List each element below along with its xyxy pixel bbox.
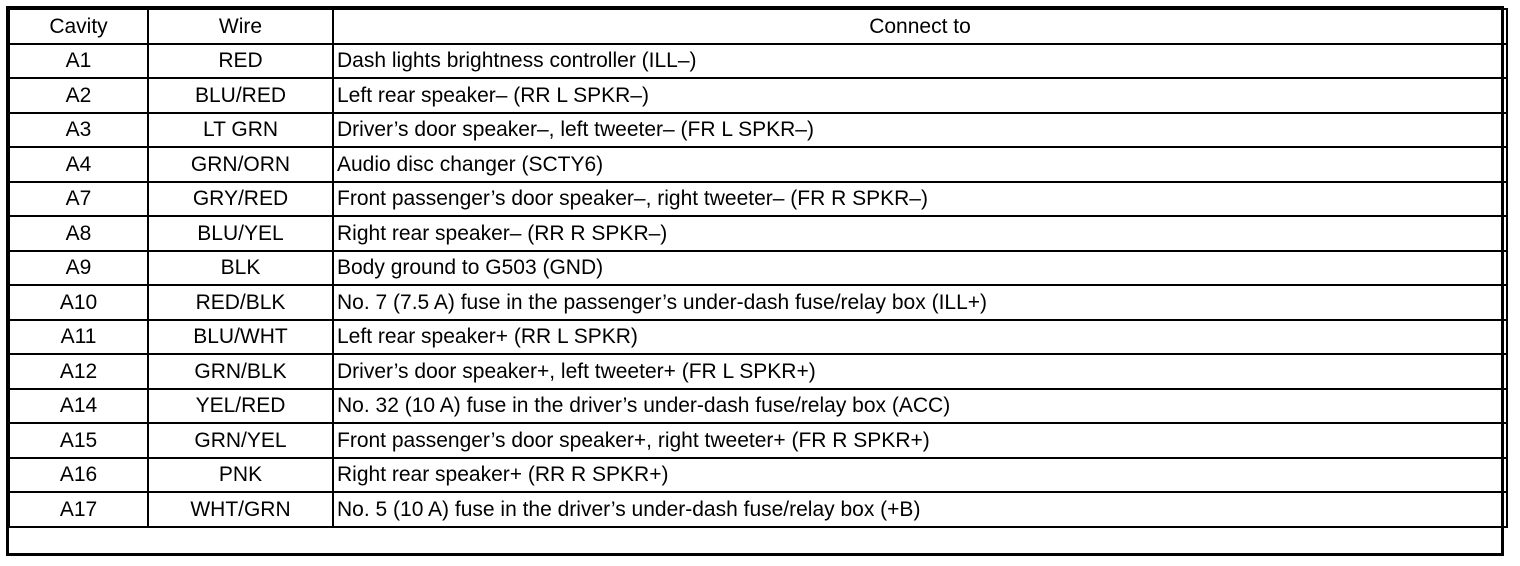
connect-to-cell: Left rear speaker– (RR L SPKR–) xyxy=(332,77,1508,114)
wire-color-cell: BLK xyxy=(147,249,334,286)
connect-to-cell: Audio disc changer (SCTY6) xyxy=(332,146,1508,183)
wire-color-cell: BLU/RED xyxy=(147,77,334,114)
connect-to-cell: Left rear speaker+ (RR L SPKR) xyxy=(332,318,1508,355)
connect-to-cell: Front passenger’s door speaker–, right t… xyxy=(332,180,1508,217)
connect-to-cell: No. 5 (10 A) fuse in the driver’s under-… xyxy=(332,491,1508,528)
connect-to-cell: Front passenger’s door speaker+, right t… xyxy=(332,422,1508,459)
cavity-cell: A1 xyxy=(8,42,149,79)
wire-color-cell: GRN/BLK xyxy=(147,353,334,390)
cavity-cell: A9 xyxy=(8,249,149,286)
cavity-cell: A15 xyxy=(8,422,149,459)
cavity-cell: A12 xyxy=(8,353,149,390)
wire-color-cell: BLU/YEL xyxy=(147,215,334,252)
table-header-row: Cavity Wire Connect to xyxy=(8,8,1508,45)
cavity-cell: A4 xyxy=(8,146,149,183)
wire-color-cell: BLU/WHT xyxy=(147,318,334,355)
connect-to-cell: Right rear speaker+ (RR R SPKR+) xyxy=(332,456,1508,493)
wire-color-cell: GRN/YEL xyxy=(147,422,334,459)
connect-to-cell: Dash lights brightness controller (ILL–) xyxy=(332,42,1508,79)
cavity-cell: A2 xyxy=(8,77,149,114)
wire-color-cell: RED/BLK xyxy=(147,284,334,321)
header-wire: Wire xyxy=(147,8,334,45)
cavity-cell: A14 xyxy=(8,387,149,424)
wire-color-cell: YEL/RED xyxy=(147,387,334,424)
connect-to-cell: No. 32 (10 A) fuse in the driver’s under… xyxy=(332,387,1508,424)
wire-color-cell: WHT/GRN xyxy=(147,491,334,528)
wire-color-cell: LT GRN xyxy=(147,111,334,148)
connect-to-cell: Driver’s door speaker–, left tweeter– (F… xyxy=(332,111,1508,148)
connect-to-cell: Driver’s door speaker+, left tweeter+ (F… xyxy=(332,353,1508,390)
cavity-cell: A7 xyxy=(8,180,149,217)
cavity-cell: A16 xyxy=(8,456,149,493)
wire-color-cell: GRN/ORN xyxy=(147,146,334,183)
wire-color-cell: GRY/RED xyxy=(147,180,334,217)
connect-to-cell: No. 7 (7.5 A) fuse in the passenger’s un… xyxy=(332,284,1508,321)
cavity-cell: A11 xyxy=(8,318,149,355)
cavity-cell: A8 xyxy=(8,215,149,252)
header-cavity: Cavity xyxy=(8,8,149,45)
cavity-cell: A10 xyxy=(8,284,149,321)
cavity-cell: A17 xyxy=(8,491,149,528)
cavity-cell: A3 xyxy=(8,111,149,148)
wire-color-cell: RED xyxy=(147,42,334,79)
header-connect-to: Connect to xyxy=(332,8,1508,45)
wire-color-cell: PNK xyxy=(147,456,334,493)
connect-to-cell: Body ground to G503 (GND) xyxy=(332,249,1508,286)
connect-to-cell: Right rear speaker– (RR R SPKR–) xyxy=(332,215,1508,252)
